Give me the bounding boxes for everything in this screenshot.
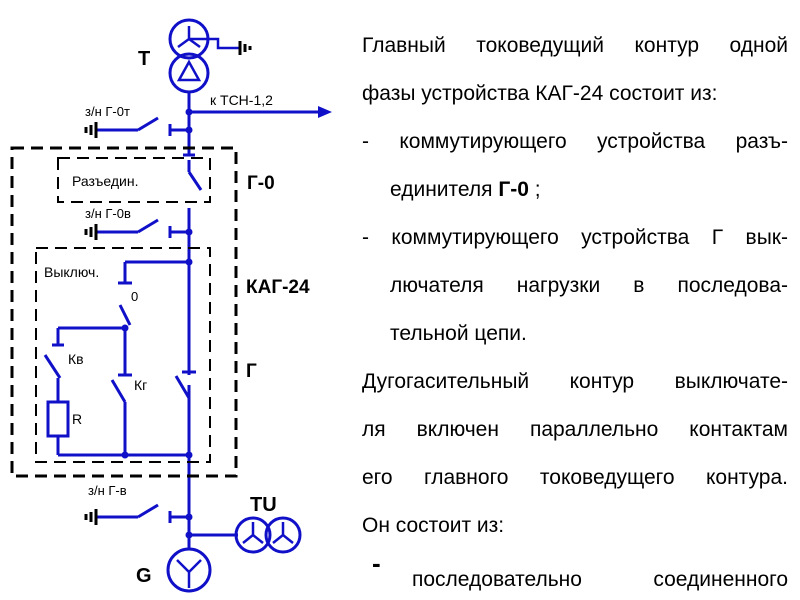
text-fragment: единителя (390, 178, 499, 201)
label-block-kag24: КАГ-24 (246, 277, 310, 298)
switch-frame (35, 247, 211, 463)
earth-symbol-g0t (84, 122, 98, 138)
text-line: - коммутирующего устройства разъ- (362, 130, 788, 153)
earth-symbol-gv (84, 509, 98, 525)
text-bold-g0: Г-0 (498, 178, 529, 201)
label-block-g0: Г-0 (247, 173, 275, 194)
arrow-to-tsn (318, 106, 332, 118)
label-contact-zero: 0 (131, 289, 138, 304)
label-contact-kv: Кв (68, 351, 84, 367)
text-line: фазы устройства КАГ-24 состоит из: (362, 82, 718, 105)
label-block-g: Г (246, 361, 257, 382)
resistor-r (46, 400, 70, 438)
text-line: тельной цепи. (390, 322, 527, 345)
label-transformer-tu: TU (250, 494, 277, 516)
text-line: Он состоит из: (362, 514, 505, 537)
label-resistor-r: R (72, 411, 82, 427)
label-tsn: к ТСН-1,2 (210, 92, 273, 108)
label-earth-g0t: з/н Г-0т (85, 104, 130, 119)
text-line: последовательно соединенного (412, 568, 788, 591)
text-line: его главного токоведущего контура. (362, 466, 788, 489)
disconnector-frame (57, 157, 211, 203)
generator-g (166, 547, 212, 593)
text-fragment: ; (528, 178, 541, 201)
label-earth-gv: з/н Г-в (88, 483, 127, 498)
text-line: - коммутирующего устройства Г вык- (362, 226, 788, 249)
transformer-tu-right-winding (264, 516, 302, 554)
label-disconnector: Разъедин. (72, 173, 138, 189)
text-line: единителя Г-0 ; (362, 172, 788, 220)
description-text: Главный токоведущий контур одной фазы ус… (362, 28, 788, 556)
list-dash: - (372, 548, 381, 578)
earth-symbol-t (238, 41, 252, 55)
earth-symbol-g0v (84, 224, 98, 240)
label-switch: Выключ. (44, 264, 99, 280)
label-contact-kg: Кг (134, 377, 147, 393)
transformer-tu-left-winding (234, 516, 272, 554)
label-transformer-t: T (138, 48, 150, 70)
label-earth-g0v: з/н Г-0в (85, 206, 131, 221)
text-line: Главный токоведущий контур одной (362, 34, 788, 57)
text-line: ля включен параллельно контактам (362, 418, 788, 441)
text-line: лючателя нагрузки в последова- (390, 274, 788, 297)
label-generator-g: G (136, 565, 152, 587)
kag24-outer-frame (10, 146, 238, 478)
text-line: Дугогасительный контур выключате- (362, 370, 788, 393)
